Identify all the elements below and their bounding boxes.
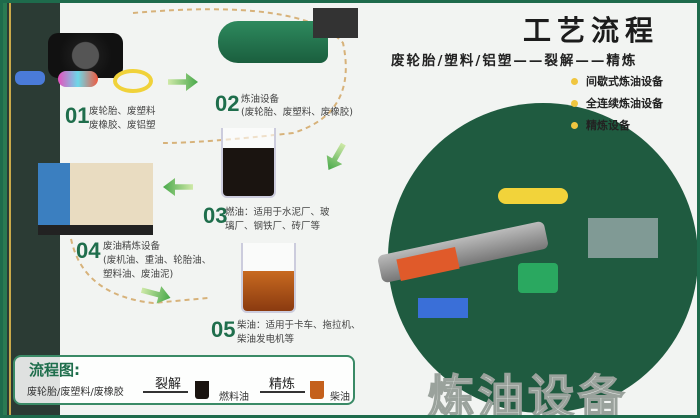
rope-image: [113, 69, 153, 93]
step-03-number: 03: [203, 203, 228, 228]
fuel-oil-icon: [195, 381, 209, 399]
flowchart-step-refining: 精炼: [269, 377, 296, 392]
diesel-beaker-image: [241, 243, 296, 313]
step-02-text: (废轮胎、废塑料、废橡胶): [241, 107, 353, 118]
step-01-text: 废轮胎、废塑料 废橡胶、废铝塑: [89, 106, 156, 131]
watermark-title: 炼油设备: [427, 369, 628, 418]
page-subtitle: 废轮胎/塑料/铝塑——裂解——精炼: [391, 53, 638, 69]
equipment-item: 间歇式炼油设备: [571, 73, 663, 89]
flowchart-box: 流程图: 废轮胎/废塑料/废橡胶 裂解 燃料油 精炼 柴油: [13, 355, 355, 405]
bullet-dot-icon: [571, 77, 578, 85]
step-02-title: 炼油设备: [241, 94, 280, 105]
equipment-list: 间歇式炼油设备 全连续炼油设备 精炼设备: [571, 73, 663, 133]
step-04-text-title: 废油精炼设备 (废机油、重油、轮胎油、塑料油、废油泥): [103, 240, 213, 282]
equipment-item-label: 全连续炼油设备: [586, 97, 663, 110]
flowchart-input: 废轮胎/废塑料/废橡胶: [27, 387, 124, 398]
arrow-right-icon: [143, 391, 188, 393]
flowchart-title: 流程图:: [29, 361, 80, 379]
diesel-icon: [310, 381, 324, 399]
flowchart-product-diesel: 柴油: [330, 392, 350, 403]
flowchart-step-cracking: 裂解: [155, 377, 182, 392]
tires-image: [48, 33, 123, 78]
step-04-number: 04: [76, 238, 101, 263]
arrow-right-icon: [260, 391, 305, 393]
equipment-item-label: 精炼设备: [586, 119, 630, 132]
fuel-oil-beaker-image: [221, 128, 276, 198]
bullet-dot-icon: [571, 99, 578, 107]
step-05-text: 柴油：适用于卡车、拖拉机、柴油发电机等: [237, 320, 361, 345]
step-03-text: 燃油：适用于水泥厂、玻璃厂、钢铁厂、砖厂等: [225, 207, 330, 232]
equipment-item-label: 间歇式炼油设备: [586, 75, 663, 88]
step-04-title: 废油精炼设备: [103, 241, 161, 252]
reactor-stack-image: [313, 8, 358, 38]
flowchart-product-fuel-oil: 燃料油: [219, 392, 249, 403]
equipment-item: 精炼设备: [571, 117, 663, 133]
equipment-item: 全连续炼油设备: [571, 95, 663, 111]
reactor-image: [218, 21, 328, 63]
step-01-number: 01: [65, 103, 90, 128]
refinery-equipment-image: [38, 163, 153, 235]
step-05-number: 05: [211, 317, 236, 342]
step-02-number: 02: [215, 91, 240, 116]
plastics-image: [58, 71, 98, 87]
plant-illustration: [358, 178, 697, 328]
bullet-dot-icon: [571, 121, 578, 129]
step-04-text: (废机油、重油、轮胎油、塑料油、废油泥): [103, 255, 212, 280]
plastic-bag-image: [15, 71, 45, 85]
page-title: 工艺流程: [523, 14, 660, 47]
